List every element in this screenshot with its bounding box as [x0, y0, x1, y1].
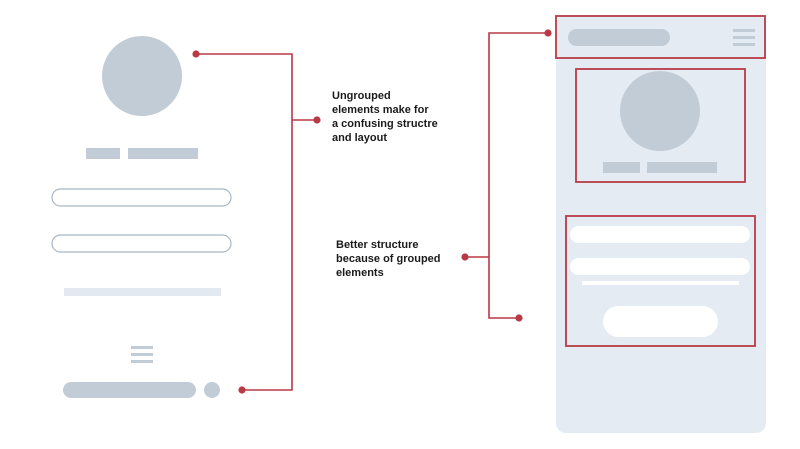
ungrouped-layout	[51, 36, 232, 398]
connector-dot	[313, 116, 321, 124]
name-placeholder-long	[128, 148, 198, 159]
search-bar-placeholder	[63, 382, 196, 398]
name-placeholder-long	[647, 162, 717, 173]
connector-dot	[461, 253, 469, 261]
name-placeholder-short	[86, 148, 120, 159]
name-placeholder-short	[603, 162, 640, 173]
avatar-placeholder	[620, 71, 700, 151]
avatar-placeholder	[102, 36, 182, 116]
callout-grouped-text: Better structure because of grouped elem…	[336, 239, 441, 279]
grouped-connector	[465, 32, 548, 319]
grouped-layout	[555, 15, 766, 433]
text-line-placeholder	[582, 281, 739, 285]
input-field-placeholder	[570, 226, 750, 243]
hamburger-icon	[733, 29, 755, 46]
input-field-placeholder	[51, 234, 232, 253]
header-group-frame	[555, 15, 766, 59]
ungrouped-connector	[196, 53, 316, 391]
connector-dot	[192, 50, 200, 58]
connector-dot	[238, 386, 246, 394]
input-field-placeholder	[51, 188, 232, 207]
dot-placeholder	[204, 382, 220, 398]
input-field-placeholder	[570, 258, 750, 275]
connector-dot	[515, 314, 523, 322]
callout-ungrouped-text: Ungrouped elements make for a confusing …	[332, 90, 438, 144]
profile-group-frame	[575, 68, 746, 183]
button-placeholder	[603, 306, 718, 337]
header-placeholder	[568, 29, 670, 46]
connector-dot	[544, 29, 552, 37]
hamburger-icon	[131, 346, 153, 363]
form-group-frame	[565, 215, 756, 347]
text-line-placeholder	[64, 288, 221, 296]
